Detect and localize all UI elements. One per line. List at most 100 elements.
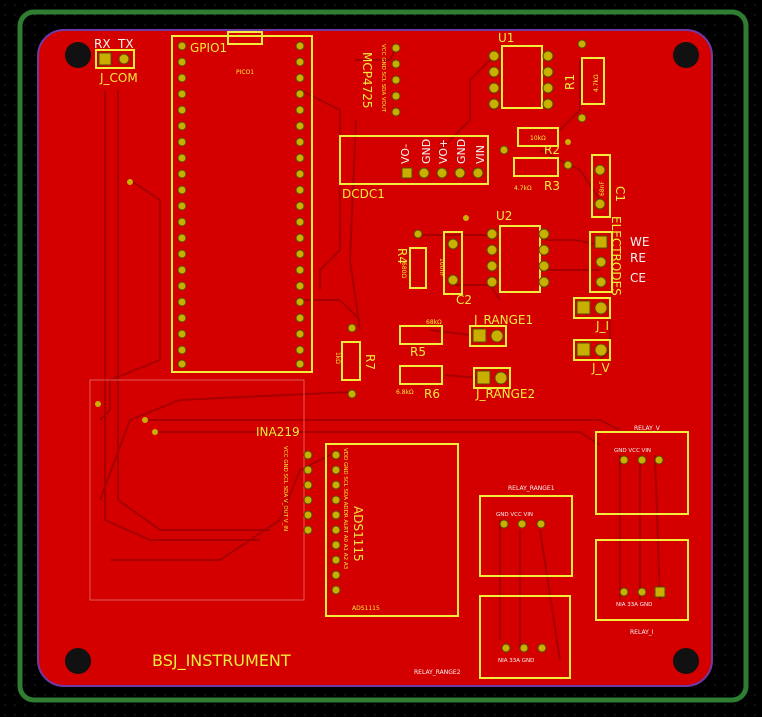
label-we: WE <box>630 235 649 249</box>
label-dcdc-gnd2: GND <box>455 139 468 164</box>
pico-footprint <box>171 35 313 373</box>
pico-right-pins <box>295 41 305 369</box>
label-relay-i-pins: NIA 33A GND <box>616 602 652 608</box>
board-title: BSJ_INSTRUMENT <box>152 651 291 671</box>
footprints <box>89 31 689 679</box>
label-r1-value: 4.7kΩ <box>593 74 600 92</box>
c1-footprint <box>591 154 611 218</box>
label-u1: U1 <box>498 31 514 45</box>
relay-v-footprint <box>595 431 689 515</box>
r7-footprint <box>341 341 361 381</box>
u2-footprint <box>499 225 541 293</box>
label-rx: RX <box>94 37 111 51</box>
copper-traces <box>99 49 661 661</box>
label-j-range1: J_RANGE1 <box>473 313 533 327</box>
j-com-pad <box>98 52 112 66</box>
label-tx: TX <box>117 37 134 51</box>
c2-footprint <box>443 231 463 295</box>
label-r3-value: 4.7kΩ <box>514 185 532 192</box>
label-c1: C1 <box>613 186 627 202</box>
r4-footprint <box>409 247 427 289</box>
label-u2: U2 <box>496 209 512 223</box>
relay-range2-footprint <box>479 595 571 679</box>
label-relay-v: RELAY_V <box>634 425 661 432</box>
label-j-i: J_I <box>595 319 609 333</box>
label-c2: C2 <box>456 293 472 307</box>
label-pico1: PICO1 <box>236 69 254 76</box>
mounting-hole <box>65 42 91 68</box>
label-r6-value: 6.8kΩ <box>396 389 414 396</box>
ina219-pins <box>303 450 313 535</box>
label-r5: R5 <box>410 345 426 359</box>
mounting-hole <box>673 42 699 68</box>
r3-footprint <box>513 157 559 177</box>
label-relay-i: RELAY_I <box>630 629 654 636</box>
mounting-hole <box>65 648 91 674</box>
j-com-footprint <box>95 49 135 69</box>
label-r7: R7 <box>363 354 377 370</box>
silkscreen-labels: RX TX J_COM GPIO1 PICO1 MCP4725 VCC GND … <box>94 31 661 676</box>
label-electrodes: ELECTRODES <box>609 216 623 296</box>
label-dcdc-vo-plus: VO+ <box>437 139 450 164</box>
label-ina219-pins: VCC GND SCL SDA V_OUT V_IN <box>282 446 288 531</box>
label-relay-v-pins: GND VCC VIN <box>614 448 651 454</box>
label-c2-value: 100nF <box>438 258 445 277</box>
r1-pad <box>577 39 587 49</box>
label-relay-range2: RELAY_RANGE2 <box>414 669 461 676</box>
relay-i-footprint <box>595 539 689 621</box>
label-mcp4725-pins: VCC GND SCL SDA VOUT <box>380 44 386 113</box>
label-ina219: INA219 <box>256 425 300 439</box>
r1-footprint <box>581 57 605 105</box>
pico-usb-outline <box>227 31 263 45</box>
r2-footprint <box>517 127 559 147</box>
label-dcdc1: DCDC1 <box>342 187 385 201</box>
r5-footprint <box>399 325 443 345</box>
label-r3: R3 <box>544 179 560 193</box>
label-relay-range1: RELAY_RANGE1 <box>508 485 555 492</box>
label-gpio1: GPIO1 <box>190 41 227 55</box>
vias <box>95 139 571 435</box>
label-relay-range2-pins: NIA 33A GND <box>498 658 534 664</box>
pico-left-pins <box>177 41 187 369</box>
dcdc1-pins <box>401 167 484 179</box>
ads1115-pins <box>331 450 341 595</box>
label-ce: CE <box>630 271 646 285</box>
r1-pad <box>577 113 587 123</box>
label-r6: R6 <box>424 387 440 401</box>
electrodes-footprint <box>589 231 613 293</box>
relay-range1-footprint <box>479 495 573 577</box>
label-r4-value: 680Ω <box>400 262 407 278</box>
u1-pins <box>488 50 554 110</box>
label-r1: R1 <box>563 74 577 90</box>
label-dcdc-vin: VIN <box>474 145 487 164</box>
label-ads1115-pins: VDD GND SCL SDA ADDR ALRT A0 A1 A2 A3 <box>342 448 348 570</box>
label-j-v: J_V <box>591 361 611 375</box>
mcp4725-pins <box>391 43 401 117</box>
r6-footprint <box>399 365 443 385</box>
label-r4: R4 <box>395 248 409 264</box>
j-range1-footprint <box>469 325 507 347</box>
label-j-range2: J_RANGE2 <box>475 387 535 401</box>
mounting-holes <box>65 42 699 674</box>
label-r2-value: 10kΩ <box>530 135 546 142</box>
ina219-courtyard <box>89 379 305 601</box>
label-r2: R2 <box>544 143 560 157</box>
label-ads1115-small: ADS1115 <box>352 605 380 612</box>
dcdc1-footprint <box>339 135 489 185</box>
j-range2-footprint <box>473 367 511 389</box>
label-r5-value: 68kΩ <box>426 319 442 326</box>
u1-footprint <box>501 45 543 109</box>
ads1115-footprint <box>325 443 459 617</box>
label-ads1115: ADS1115 <box>351 506 365 562</box>
label-mcp4725: MCP4725 <box>360 52 374 109</box>
label-r7-value: 1kΩ <box>334 352 341 364</box>
mounting-hole <box>673 648 699 674</box>
j-i-footprint <box>573 297 611 319</box>
label-dcdc-gnd1: GND <box>420 139 433 164</box>
j-com-pad <box>118 53 130 65</box>
j-v-footprint <box>573 339 611 361</box>
label-dcdc-vo-minus: VO- <box>399 144 412 164</box>
label-relay-range1-pins: GND VCC VIN <box>496 512 533 518</box>
